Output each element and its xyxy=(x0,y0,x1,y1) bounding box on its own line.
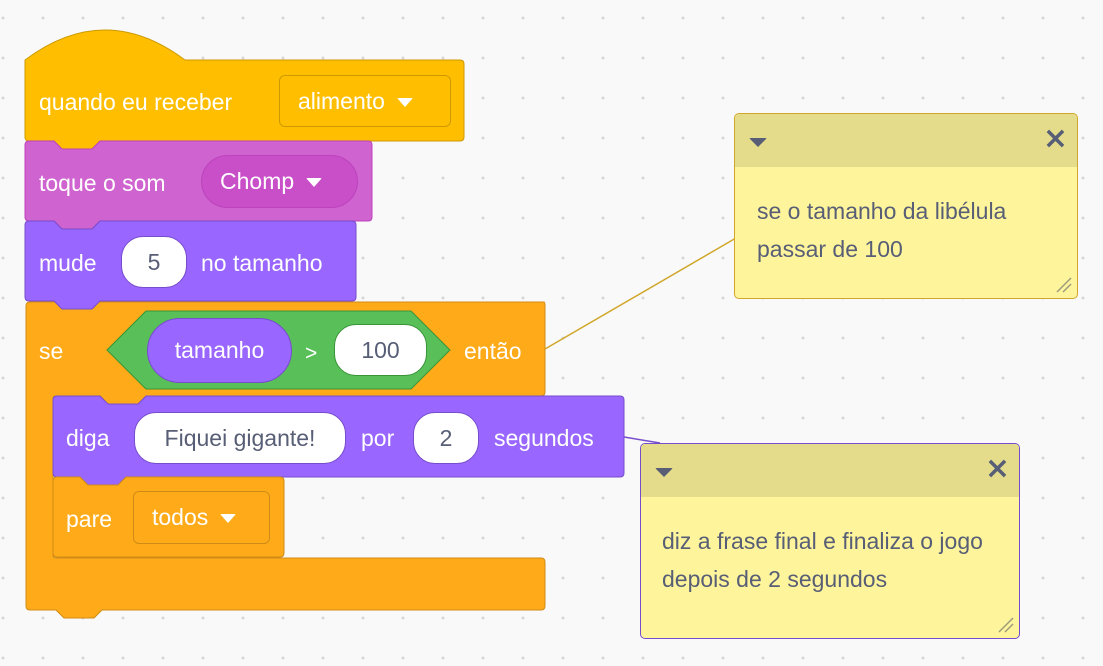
chevron-down-icon xyxy=(306,178,323,187)
size-change-input[interactable]: 5 xyxy=(121,236,187,288)
comment-header[interactable]: × xyxy=(735,114,1077,167)
for-label: por xyxy=(361,425,395,451)
seconds-label: segundos xyxy=(494,425,594,451)
change-size-block-shape[interactable] xyxy=(24,220,357,310)
collapse-caret-icon[interactable] xyxy=(655,468,673,477)
collapse-caret-icon[interactable] xyxy=(749,138,767,147)
change-size-label: mude xyxy=(39,250,97,276)
comment-header[interactable]: × xyxy=(641,444,1019,497)
say-message-input[interactable]: Fiquei gigante! xyxy=(134,412,346,464)
close-icon[interactable]: × xyxy=(984,451,1010,486)
comment-note-1[interactable]: × se o tamanho da libélula passar de 100 xyxy=(734,113,1078,299)
size-label: no tamanho xyxy=(201,250,323,276)
message-dropdown-value: alimento xyxy=(298,87,385,114)
then-label: então xyxy=(464,338,522,364)
comment-connector-1 xyxy=(544,237,737,350)
comment-text[interactable]: diz a frase final e finaliza o jogo depo… xyxy=(662,528,983,592)
stop-option-value: todos xyxy=(152,504,209,530)
chevron-down-icon xyxy=(396,97,413,107)
if-label: se xyxy=(39,338,64,364)
resize-handle-icon[interactable] xyxy=(995,614,1015,634)
say-label: diga xyxy=(66,425,110,451)
seconds-input[interactable]: 2 xyxy=(413,412,479,464)
chevron-down-icon xyxy=(220,514,237,523)
sound-dropdown[interactable]: Chomp xyxy=(201,155,358,208)
greater-than-operator: > xyxy=(305,342,318,365)
message-dropdown[interactable]: alimento xyxy=(279,75,451,127)
compare-value-input[interactable]: 100 xyxy=(334,324,427,376)
sound-dropdown-value: Chomp xyxy=(220,168,295,194)
comment-note-2[interactable]: × diz a frase final e finaliza o jogo de… xyxy=(640,443,1020,639)
comment-text[interactable]: se o tamanho da libélula passar de 100 xyxy=(757,198,1007,262)
play-sound-label: toque o som xyxy=(39,170,166,196)
when-i-receive-label: quando eu receber xyxy=(39,89,233,115)
stop-option-dropdown[interactable]: todos xyxy=(133,491,270,544)
resize-handle-icon[interactable] xyxy=(1053,274,1073,294)
size-reporter[interactable]: tamanho xyxy=(147,318,292,383)
stop-label: pare xyxy=(66,506,113,532)
comment-connector-2 xyxy=(623,436,661,444)
close-icon[interactable]: × xyxy=(1042,121,1068,156)
